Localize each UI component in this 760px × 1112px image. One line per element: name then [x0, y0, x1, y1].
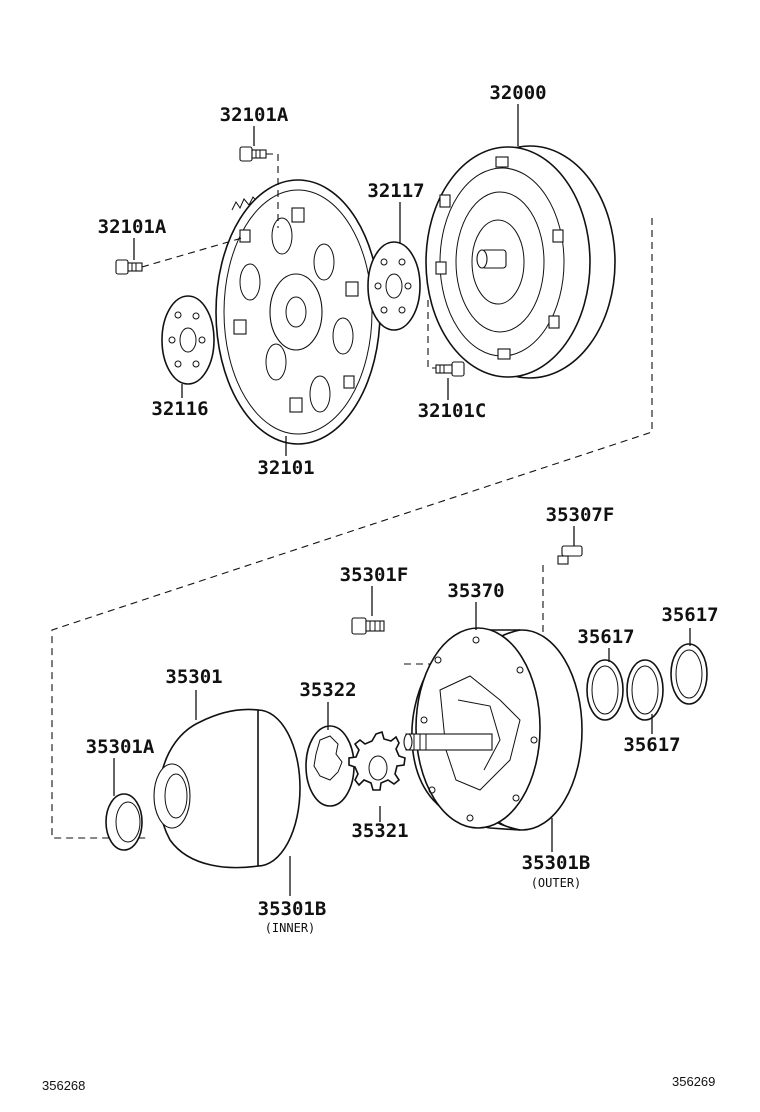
label-35370: 35370 [447, 580, 504, 602]
o-ring-2 [626, 659, 664, 721]
oil-seal [105, 793, 143, 851]
bolt-35307F [557, 545, 583, 565]
torque-converter [425, 145, 616, 379]
note-inner: (INNER) [265, 921, 316, 935]
bolt-32101A-left [115, 259, 143, 275]
label-32101a-top: 32101A [220, 104, 289, 126]
label-35301a: 35301A [86, 736, 155, 758]
label-32101a-left: 32101A [98, 216, 167, 238]
label-32117: 32117 [367, 180, 424, 202]
leader-lines [113, 104, 691, 896]
drive-gear [348, 730, 406, 791]
install-line-top-bolt [266, 153, 279, 228]
label-35321: 35321 [351, 820, 408, 842]
label-35301: 35301 [165, 666, 222, 688]
upper-assembly-boundary [51, 218, 653, 839]
o-ring-3 [670, 643, 708, 705]
bolt-32101A-top [239, 146, 267, 162]
label-35617-a: 35617 [577, 626, 634, 648]
install-line-c-bolt [427, 300, 436, 369]
label-35322: 35322 [299, 679, 356, 701]
oil-pump-cover [153, 708, 301, 869]
label-35301f: 35301F [340, 564, 409, 586]
spacer-plate-32117 [367, 241, 421, 331]
label-35301b-outer: 35301B [522, 852, 591, 874]
illustration-ref-right: 356269 [672, 1074, 715, 1089]
bolt-32101C [435, 361, 465, 377]
label-35307f: 35307F [546, 504, 615, 526]
label-32101c: 32101C [418, 400, 487, 422]
label-35617-b: 35617 [623, 734, 680, 756]
o-ring-1 [586, 659, 624, 721]
label-35301b-inner: 35301B [258, 898, 327, 920]
note-outer: (OUTER) [531, 876, 582, 890]
label-35617-c: 35617 [661, 604, 718, 626]
oil-pump-body [403, 627, 583, 831]
spacer-plate-32116 [161, 295, 215, 385]
label-32000: 32000 [489, 82, 546, 104]
bolt-35301F [351, 617, 385, 635]
illustration-ref-left: 356268 [42, 1078, 85, 1093]
part-labels: 32000 32101A 32101A 32117 32116 32101C 3… [86, 82, 719, 935]
label-32101: 32101 [257, 457, 314, 479]
driven-gear [305, 725, 355, 807]
drive-plate [215, 179, 381, 445]
install-line-left-bolt [141, 237, 243, 268]
label-32116: 32116 [151, 398, 208, 420]
